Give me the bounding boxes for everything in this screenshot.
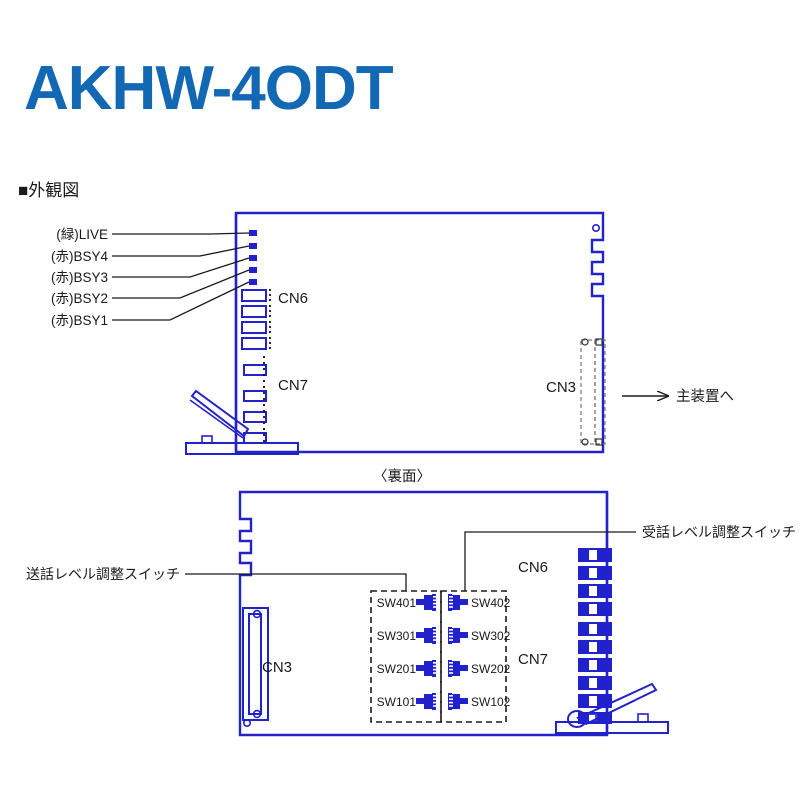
rear-switch-label-right-2: SW202 xyxy=(471,662,511,676)
rear-switch-label-left-2: SW201 xyxy=(377,662,417,676)
rear-switch-label-right-3: SW102 xyxy=(471,695,511,709)
front-view-group: (緑)LIVE (赤)BSY4 (赤)BSY3 (赤)BSY2 (赤)BSY1 … xyxy=(51,211,734,455)
rear-switch-label-left-3: SW101 xyxy=(377,695,417,709)
front-led-label-3: (赤)BSY2 xyxy=(51,291,108,306)
rear-callout-label-left: 送話レベル調整スイッチ xyxy=(26,566,180,582)
rear-view-group: CN3 CN6 xyxy=(26,490,796,737)
front-connector-label-cn6: CN6 xyxy=(278,290,308,307)
rear-switch-symbols-right xyxy=(448,594,468,710)
rear-switch-group-right xyxy=(440,590,507,723)
front-connector-label-cn3: CN3 xyxy=(546,379,576,396)
front-cn3-footprint xyxy=(580,338,606,446)
rear-board-outline xyxy=(238,490,609,737)
rear-cn6-connectors xyxy=(578,548,612,616)
front-mount-base xyxy=(185,389,299,455)
front-led-label-2: (赤)BSY3 xyxy=(51,270,108,285)
rear-callout-line-right xyxy=(464,531,636,591)
section-heading: ■外観図 xyxy=(18,181,80,200)
rear-connector-label-cn3: CN3 xyxy=(262,659,292,676)
rear-mount-base xyxy=(555,682,669,734)
divider-label: 〈裏面〉 xyxy=(373,467,431,485)
front-led-array xyxy=(249,230,257,285)
front-led-label-4: (赤)BSY1 xyxy=(51,313,108,328)
front-screw-hole xyxy=(591,224,600,233)
rear-connector-label-cn7: CN7 xyxy=(518,651,548,668)
front-board-outline xyxy=(234,211,605,454)
front-led-label-0: (緑)LIVE xyxy=(56,227,108,242)
rear-switch-label-left-1: SW301 xyxy=(377,629,417,643)
front-callout-label: 主装置へ xyxy=(676,388,734,405)
rear-callout-line-left xyxy=(185,573,407,591)
front-cn7-connector-blocks xyxy=(243,355,267,444)
rear-switch-symbols-left xyxy=(416,594,437,710)
rear-switch-label-right-1: SW302 xyxy=(471,629,511,643)
front-led-leader-lines xyxy=(112,232,250,321)
rear-switch-label-right-0: SW402 xyxy=(471,596,511,610)
rear-cn3-connector xyxy=(242,607,269,721)
front-cn6-connectors xyxy=(241,288,272,350)
page-title: AKHW-4ODT xyxy=(24,54,394,123)
rear-callout-label-right: 受話レベル調整スイッチ xyxy=(642,524,796,540)
front-led-label-1: (赤)BSY4 xyxy=(51,249,109,264)
front-connector-label-cn7: CN7 xyxy=(278,377,308,394)
rear-connector-label-cn6: CN6 xyxy=(518,559,548,576)
rear-switch-label-left-0: SW401 xyxy=(377,596,417,610)
